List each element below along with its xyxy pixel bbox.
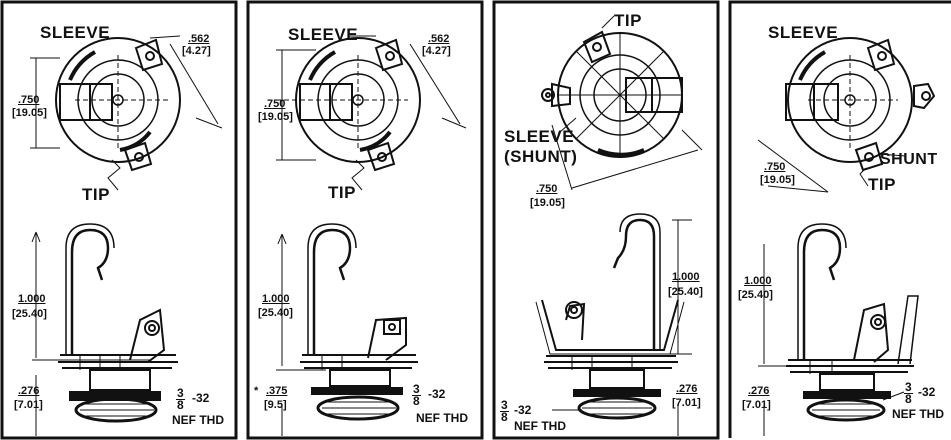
tip-label: TIP xyxy=(328,183,356,202)
tip-label: TIP xyxy=(868,175,896,194)
tip-label: TIP xyxy=(614,11,642,30)
dim-a-inch: .562 xyxy=(188,33,210,45)
dim-t-mm: [7.01] xyxy=(742,399,771,411)
dim-h-mm: [25.40] xyxy=(738,289,773,301)
thread-pitch: -32 xyxy=(918,385,936,399)
dim-t-inch: .276 xyxy=(18,385,40,397)
dim-h-inch: 1.000 xyxy=(262,293,290,305)
dim-b-inch: .750 xyxy=(536,183,558,195)
dim-h-mm: [25.40] xyxy=(12,308,47,320)
dim-b-mm: [19.05] xyxy=(760,174,795,186)
thread-pitch: -32 xyxy=(428,387,446,401)
thread-type: NEF THD xyxy=(892,407,944,421)
sleeve-label: SLEEVE xyxy=(288,25,359,44)
dim-h-inch: 1.000 xyxy=(18,293,46,305)
dim-b-mm: [19.05] xyxy=(258,111,293,123)
jack-drawing-panel-3: TIP SLEEVE (SHUNT) .750 [19.05] 1.000 [2… xyxy=(492,0,720,440)
sleeve-label: SLEEVE xyxy=(40,23,111,42)
thread-type: NEF THD xyxy=(514,419,566,433)
dim-a-mm: [4.27] xyxy=(182,45,211,57)
dim-b-mm: [19.05] xyxy=(12,107,47,119)
dim-a-inch: .562 xyxy=(428,33,450,45)
dim-t-inch: .276 xyxy=(676,383,698,395)
jack-drawing-4 xyxy=(728,0,951,438)
dim-b-mm: [19.05] xyxy=(530,197,565,209)
thread-pitch: -32 xyxy=(514,403,532,417)
dim-t-inch: .375 xyxy=(266,385,288,397)
jack-drawing-1 xyxy=(0,0,238,440)
thread-pitch: -32 xyxy=(192,391,210,405)
jack-drawing-panel-1: SLEEVE .562 [4.27] .750 [19.05] TIP 1.00… xyxy=(0,0,238,440)
dim-t-inch: .276 xyxy=(748,385,770,397)
dim-b-inch: .750 xyxy=(764,161,786,173)
dim-t-mm: [7.01] xyxy=(14,399,43,411)
dim-h-inch: 1.000 xyxy=(744,275,772,287)
dim-h-mm: [25.40] xyxy=(668,286,703,298)
jack-drawing-3 xyxy=(492,0,720,440)
sleeve-label: SLEEVE xyxy=(504,127,575,146)
dim-t-mm: [9.5] xyxy=(264,399,287,411)
thread-fraction: 3 8 xyxy=(176,386,185,412)
thread-fraction: 3 8 xyxy=(412,382,421,408)
tip-label: TIP xyxy=(82,185,110,204)
dim-h-inch: 1.000 xyxy=(672,271,700,283)
dim-b-inch: .750 xyxy=(264,98,286,110)
jack-drawing-panel-4: SLEEVE SHUNT .750 [19.05] TIP 1.000 [25.… xyxy=(728,0,951,440)
jack-drawing-panel-2: SLEEVE .562 [4.27] .750 [19.05] TIP 1.00… xyxy=(246,0,484,440)
thread-type: NEF THD xyxy=(416,411,468,425)
jack-drawing-2 xyxy=(246,0,484,440)
dim-b-inch: .750 xyxy=(18,94,40,106)
sleeve-label: SLEEVE xyxy=(768,23,839,42)
shunt-label: SHUNT xyxy=(880,151,938,168)
dim-t-prefix: * xyxy=(254,385,259,397)
dim-h-mm: [25.40] xyxy=(258,307,293,319)
shunt-label: (SHUNT) xyxy=(504,147,578,166)
dim-a-mm: [4.27] xyxy=(422,45,451,57)
dim-t-mm: [7.01] xyxy=(672,397,701,409)
thread-fraction: 3 8 xyxy=(904,380,913,406)
thread-type: NEF THD xyxy=(172,413,224,427)
thread-fraction: 3 8 xyxy=(500,398,509,424)
